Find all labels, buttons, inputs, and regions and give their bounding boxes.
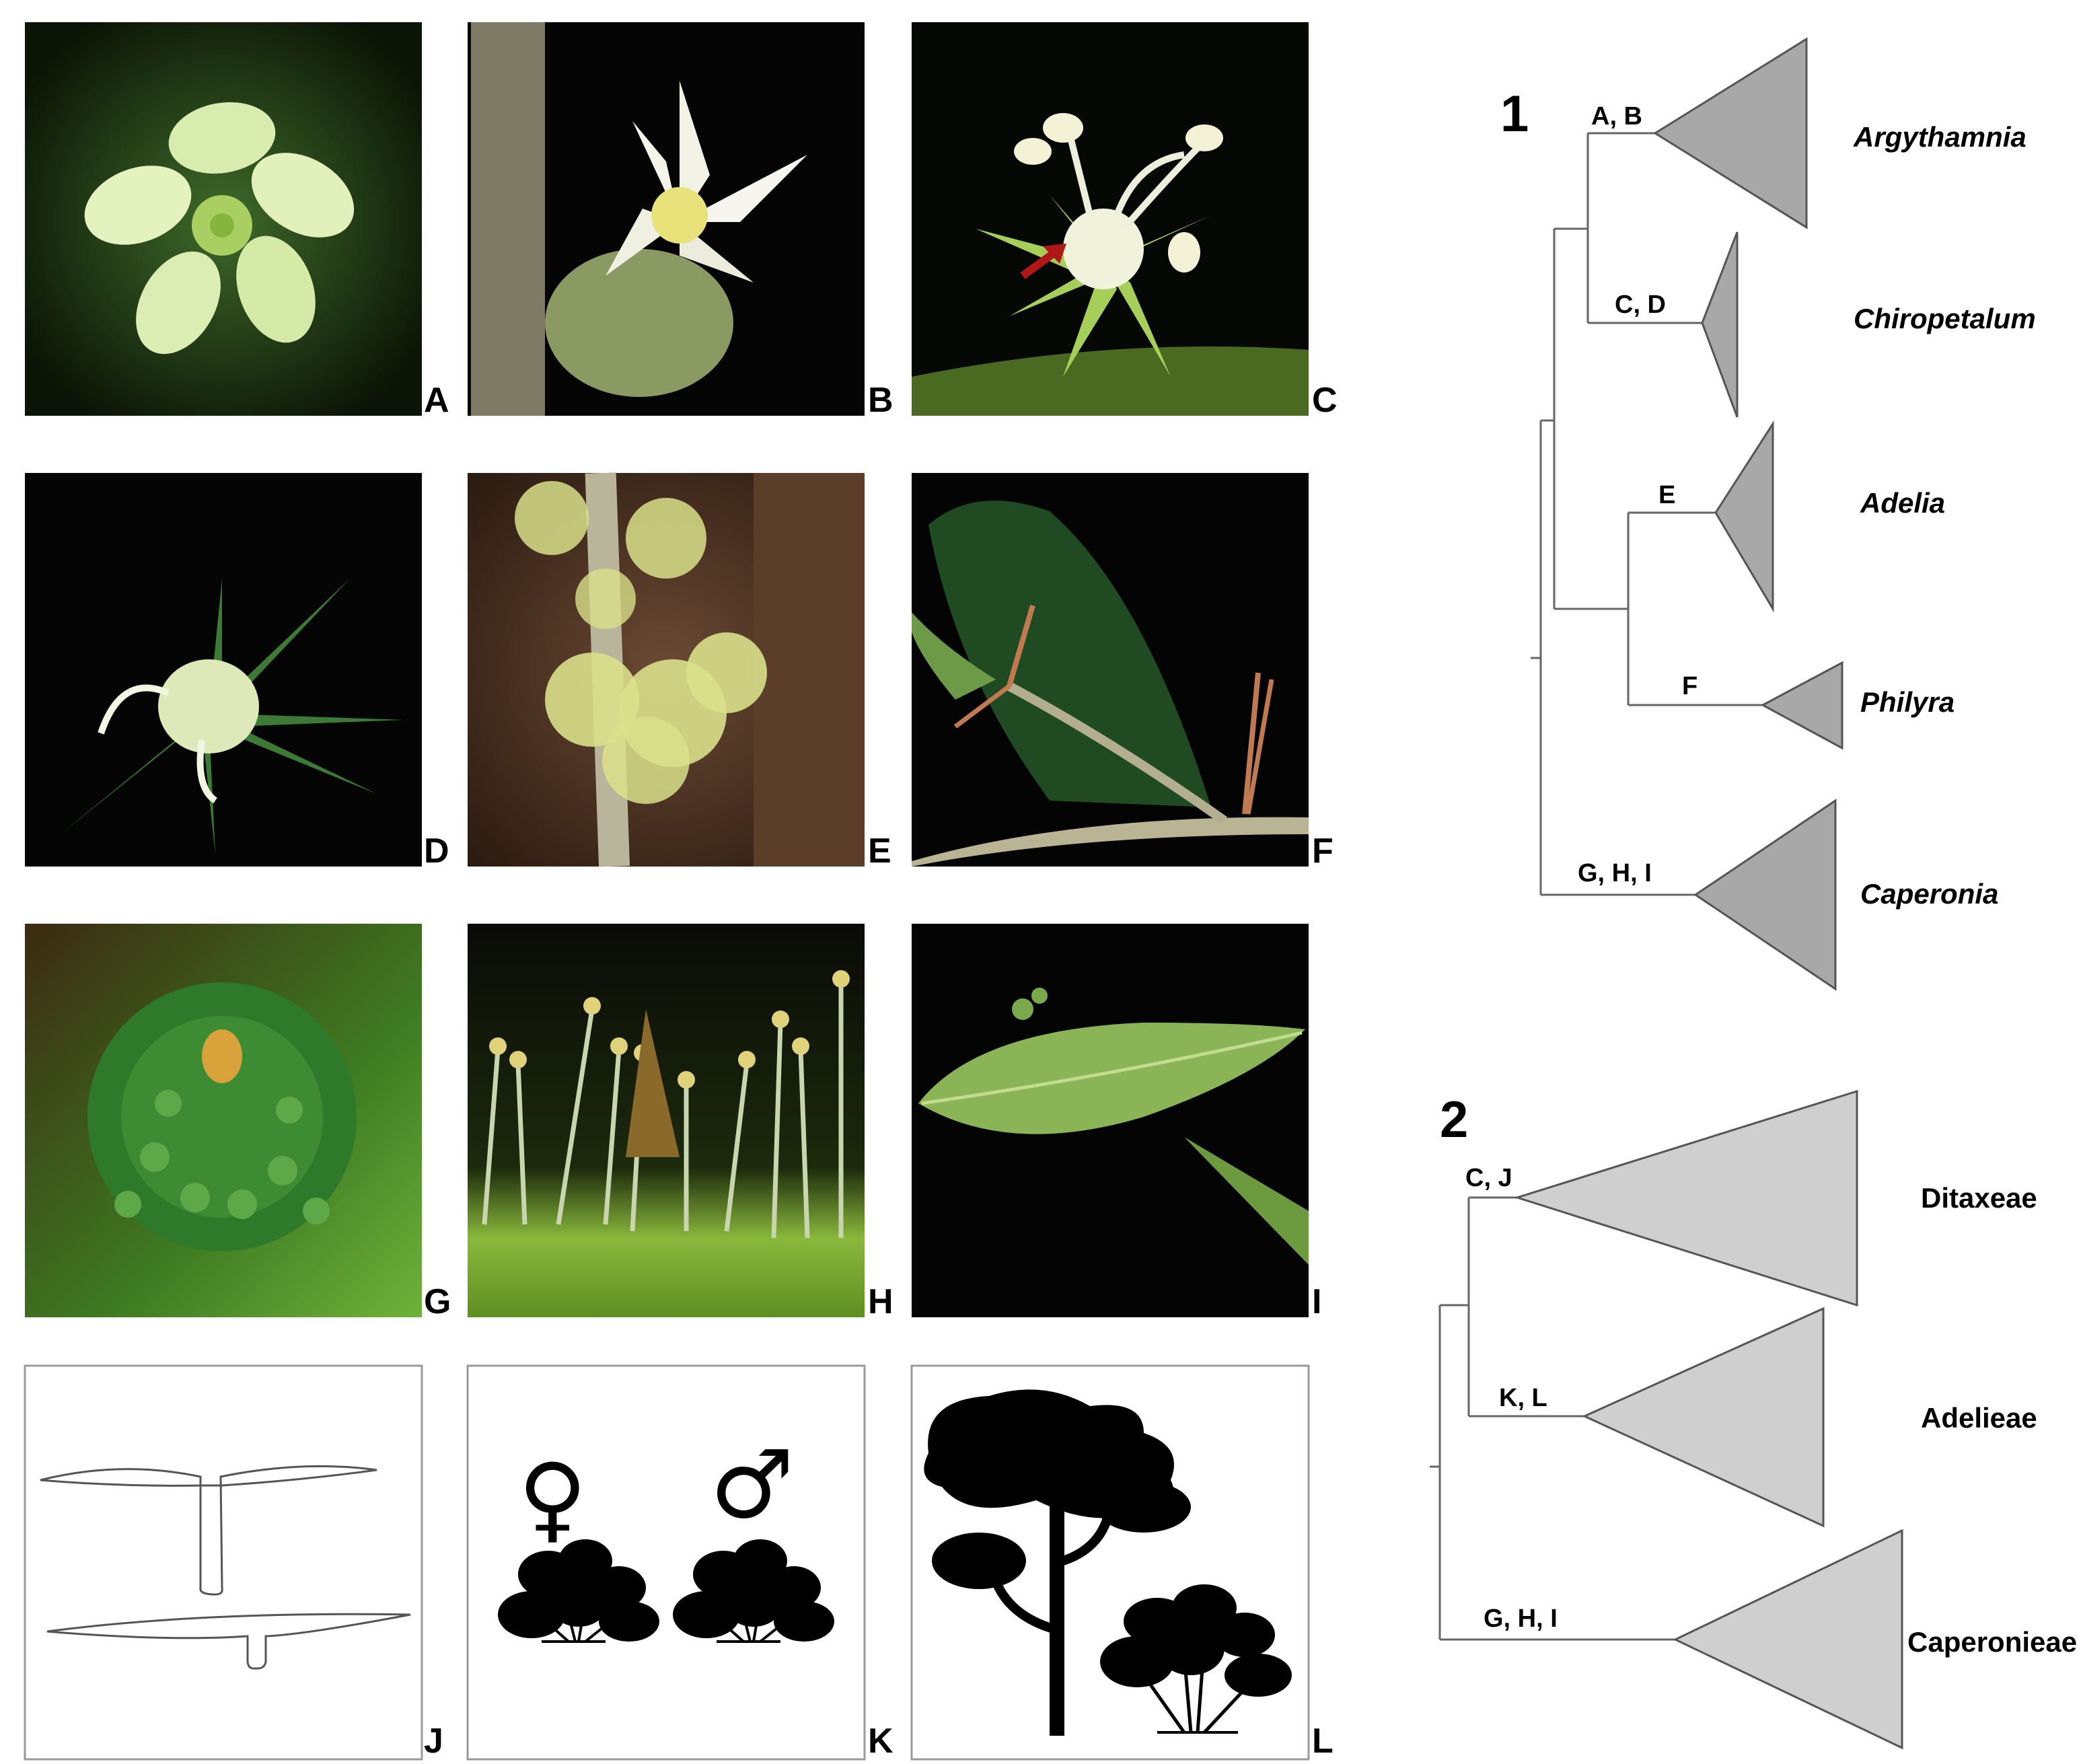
trichome-drawing-1 <box>40 1465 377 1596</box>
clade-triangle <box>1693 799 1837 991</box>
character-label: K, L <box>1499 1384 1547 1412</box>
clade-triangle <box>1653 37 1808 229</box>
panel-a: A <box>25 22 449 420</box>
clade-name: Adelia <box>1860 487 1945 519</box>
panel-i: I <box>912 924 1321 1321</box>
clade-name: Ditaxeae <box>1921 1182 2037 1214</box>
panel-e: E <box>468 472 891 871</box>
clade-name: Philyra <box>1860 686 1955 718</box>
clade-name: Argythamnia <box>1853 121 2027 153</box>
panel-l: L <box>910 1364 1334 1761</box>
character-label: G, H, I <box>1484 1605 1558 1633</box>
male-symbol-icon: ♂ <box>710 1430 795 1540</box>
flower-a <box>84 102 355 355</box>
flower-cluster-e <box>515 481 767 804</box>
spine <box>1007 604 1035 688</box>
tree1-triangles <box>1653 37 1843 991</box>
tree-silhouette <box>924 1389 1191 1736</box>
panel-label: H <box>868 1282 893 1321</box>
panel-c: C <box>912 22 1338 420</box>
panel-label: G <box>424 1282 451 1321</box>
cladogram-1 <box>1531 132 1763 896</box>
leaf-f <box>928 501 1211 807</box>
herb-silhouette <box>1100 1584 1292 1734</box>
panel-label: K <box>868 1722 893 1761</box>
panel-label: C <box>1312 381 1338 420</box>
trichome-drawing-2 <box>46 1613 411 1670</box>
clade-name: Adelieae <box>1921 1402 2037 1434</box>
panel-label: L <box>1312 1722 1334 1761</box>
panel-label: A <box>424 381 449 420</box>
clade-triangle <box>1701 231 1739 418</box>
panel-j-frame <box>24 1364 423 1761</box>
panel-label: B <box>868 381 893 420</box>
tree-number: 1 <box>1500 85 1529 143</box>
clade-triangle <box>1673 1529 1903 1750</box>
tree-number: 2 <box>1440 1091 1468 1148</box>
panel-j: J <box>24 1364 443 1761</box>
character-label: G, H, I <box>1578 859 1652 887</box>
clade-name: Caperonia <box>1860 878 1998 910</box>
cladogram-2 <box>1430 1196 1675 1641</box>
character-label: C, J <box>1465 1164 1512 1192</box>
panel-f: F <box>912 473 1334 871</box>
character-label: C, D <box>1615 291 1666 319</box>
panel-d: D <box>25 473 449 871</box>
clade-name: Caperonieae <box>1907 1626 2077 1658</box>
panel-b: B <box>468 22 893 420</box>
character-label: F <box>1682 672 1697 700</box>
panel-label: D <box>424 832 449 871</box>
tree2-triangles <box>1514 1089 1903 1750</box>
clade-triangle <box>1714 420 1774 613</box>
panel-label: I <box>1312 1282 1321 1321</box>
herb-silhouette-male <box>673 1539 834 1643</box>
clade-triangle <box>1582 1307 1825 1528</box>
clade-triangle <box>1514 1089 1858 1307</box>
panel-g: G <box>25 924 451 1321</box>
female-symbol-icon: ♀ <box>518 1444 587 1553</box>
clade-name: Chiropetalum <box>1854 303 2036 334</box>
panel-h: H <box>468 924 893 1321</box>
panel-k: ♀ ♂ K <box>466 1364 893 1761</box>
leaf-i <box>918 1023 1305 1134</box>
panel-label: F <box>1312 832 1334 871</box>
panel-label: J <box>424 1722 443 1761</box>
flower-b <box>606 81 807 283</box>
character-label: A, B <box>1591 102 1642 131</box>
clade-triangle <box>1760 661 1843 750</box>
herb-silhouette-female <box>498 1539 659 1643</box>
panel-label: E <box>868 832 891 871</box>
flower-c <box>976 113 1225 377</box>
character-label: E <box>1658 481 1675 509</box>
